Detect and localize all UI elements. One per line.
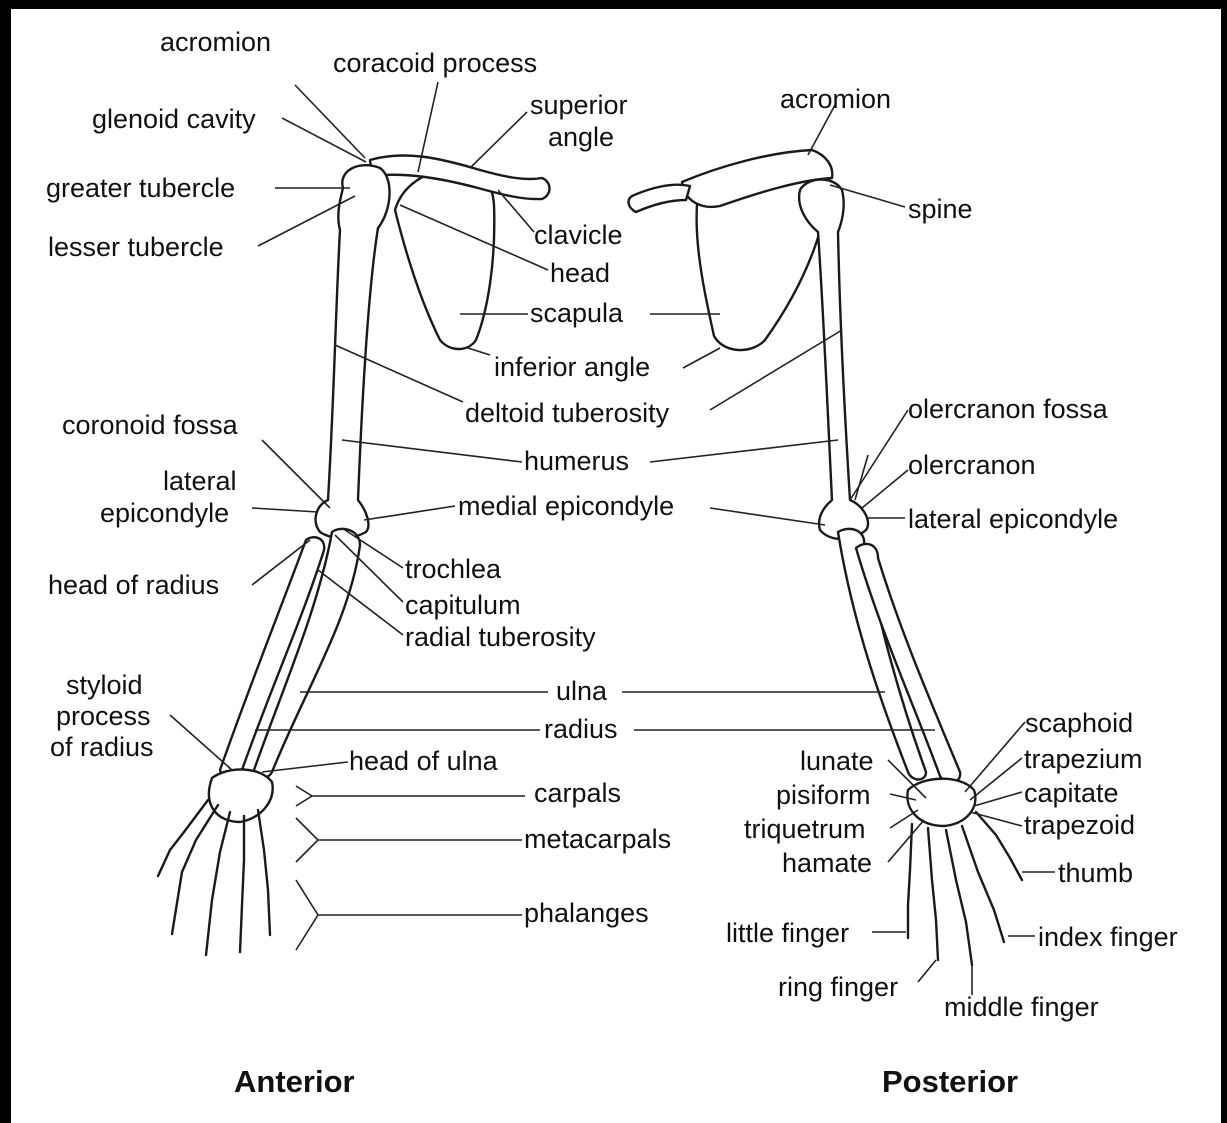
label-scaphoid: scaphoid (1025, 708, 1133, 738)
anterior-carpals (209, 769, 273, 822)
label-olecranon: olercranon (908, 450, 1036, 480)
label-ring-finger: ring finger (778, 972, 898, 1002)
label-capitulum: capitulum (405, 590, 521, 620)
label-head-of-radius: head of radius (48, 570, 219, 600)
label-ulna: ulna (556, 676, 608, 706)
label-hamate: hamate (782, 848, 872, 878)
label-triquetrum: triquetrum (744, 814, 866, 844)
label-lesser-tubercle: lesser tubercle (48, 232, 224, 262)
label-metacarpals: metacarpals (524, 824, 671, 854)
label-little-finger: little finger (726, 918, 849, 948)
label-coracoid-process: coracoid process (333, 48, 537, 78)
label-styloid-line1: styloid (66, 670, 143, 700)
label-trapezoid: trapezoid (1024, 810, 1135, 840)
label-acromion-anterior: acromion (160, 27, 271, 57)
label-lateral-epicondyle-anterior-line1: lateral (163, 466, 237, 496)
label-inferior-angle: inferior angle (494, 352, 650, 382)
label-medial-epicondyle: medial epicondyle (458, 491, 674, 521)
label-clavicle: clavicle (534, 220, 623, 250)
label-greater-tubercle: greater tubercle (46, 173, 235, 203)
label-humerus: humerus (524, 446, 629, 476)
label-phalanges: phalanges (524, 898, 649, 928)
label-lunate: lunate (800, 746, 874, 776)
label-deltoid-tuberosity: deltoid tuberosity (465, 398, 670, 428)
label-glenoid-cavity: glenoid cavity (92, 104, 256, 134)
anterior-scapula (395, 167, 494, 349)
anterior-humerus (316, 165, 390, 538)
label-carpals: carpals (534, 778, 621, 808)
label-scapula: scapula (530, 298, 624, 328)
label-capitate: capitate (1024, 778, 1119, 808)
posterior-fingers (908, 812, 1022, 965)
caption-anterior: Anterior (234, 1064, 355, 1099)
label-middle-finger: middle finger (944, 992, 1099, 1022)
label-thumb: thumb (1058, 858, 1133, 888)
label-superior-angle-line1: superior (530, 90, 628, 120)
label-head: head (550, 258, 610, 288)
label-pisiform: pisiform (776, 780, 871, 810)
label-radius: radius (544, 714, 618, 744)
label-superior-angle-line2: angle (548, 122, 614, 152)
label-radial-tuberosity: radial tuberosity (405, 622, 596, 652)
label-trapezium: trapezium (1024, 744, 1143, 774)
label-olecranon-fossa: olercranon fossa (908, 394, 1109, 424)
label-acromion-posterior: acromion (780, 84, 891, 114)
label-lateral-epicondyle-anterior-line2: epicondyle (100, 498, 229, 528)
label-spine: spine (908, 194, 973, 224)
label-index-finger: index finger (1038, 922, 1178, 952)
label-head-of-ulna: head of ulna (349, 746, 499, 776)
label-styloid-line3: of radius (50, 732, 154, 762)
label-styloid-line2: process (56, 701, 151, 731)
posterior-clavicle (629, 185, 690, 212)
caption-posterior: Posterior (882, 1064, 1018, 1099)
label-coronoid-fossa: coronoid fossa (62, 410, 239, 440)
anterior-fingers (158, 800, 270, 955)
posterior-carpals (907, 779, 975, 826)
label-lateral-epicondyle-posterior: lateral epicondyle (908, 504, 1118, 534)
label-trochlea: trochlea (405, 554, 502, 584)
